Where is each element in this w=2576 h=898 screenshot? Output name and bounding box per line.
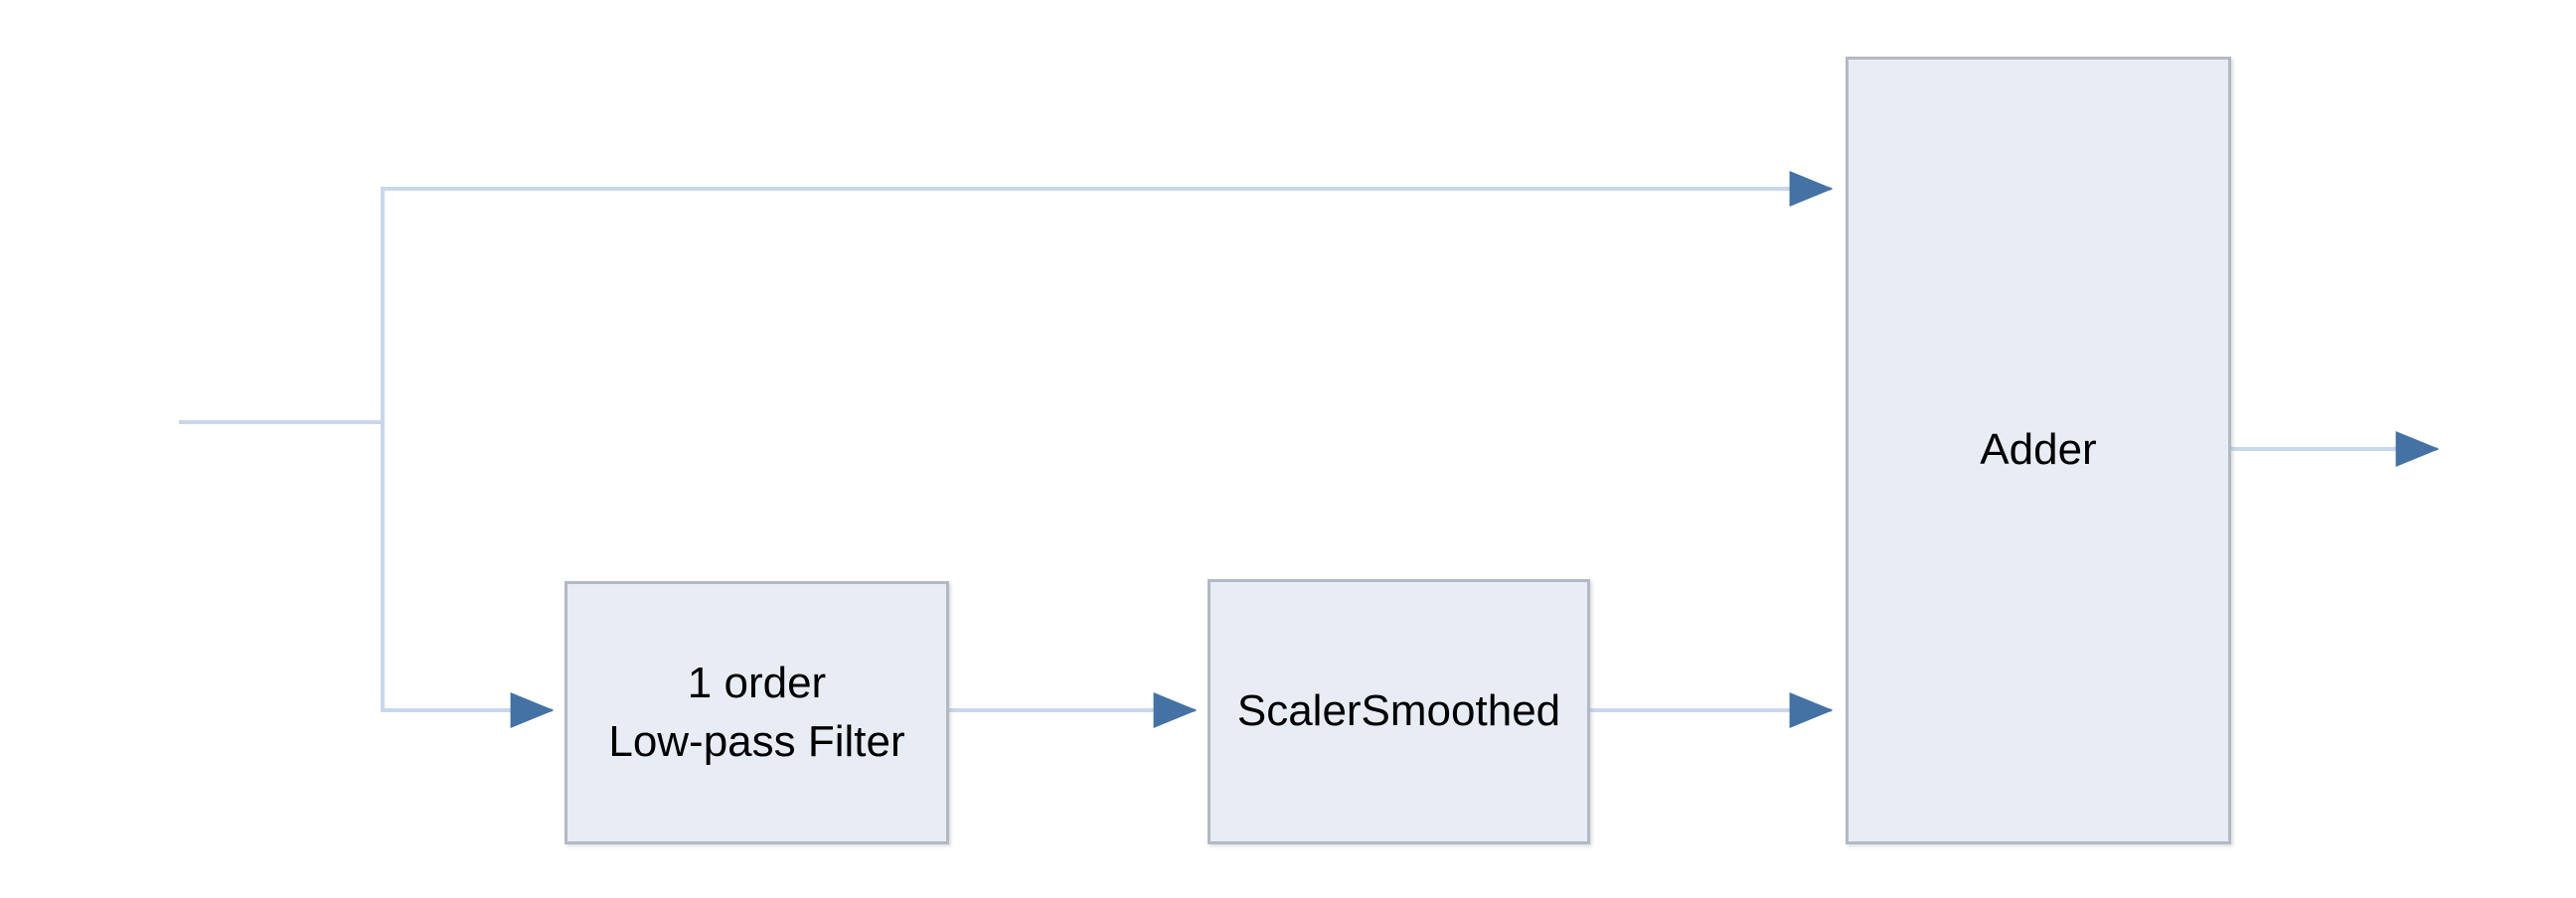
block-low-pass-filter-label: 1 order Low-pass Filter [608,659,905,766]
block-adder-label: Adder [1980,425,2097,475]
wire-split-to-lowpass [381,422,555,728]
block-adder[interactable]: Adder [1846,57,2231,844]
block-scaler-smoothed-label: ScalerSmoothed [1236,686,1561,736]
wire-split-to-adder-top [381,171,1834,422]
block-scaler-smoothed[interactable]: ScalerSmoothed [1208,579,1590,844]
block-low-pass-filter[interactable]: 1 order Low-pass Filter [564,581,949,844]
